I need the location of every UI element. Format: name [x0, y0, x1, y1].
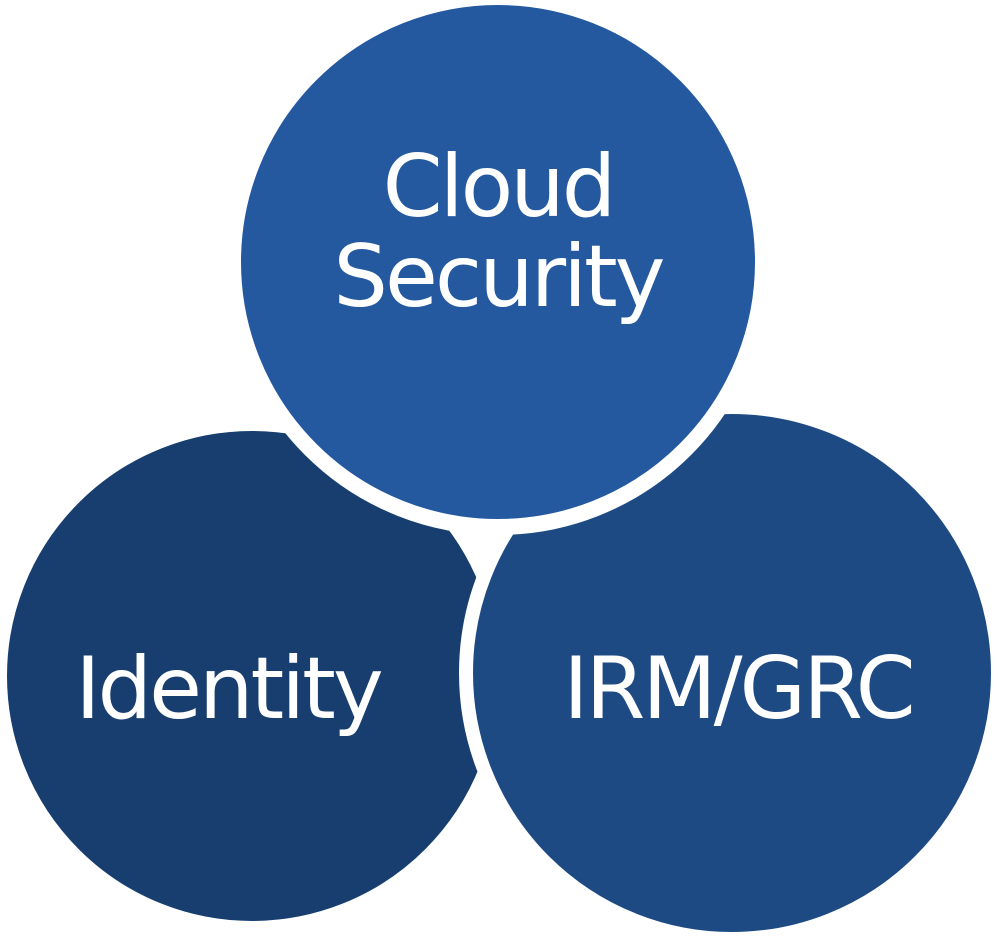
- irm-grc-label: IRM/GRC: [563, 639, 912, 739]
- irm-grc-circle: [459, 400, 1000, 936]
- identity-label: Identity: [75, 639, 382, 739]
- cloud-security-label-line-1: Cloud: [383, 137, 614, 237]
- cloud-security-circle: [225, 0, 771, 535]
- cloud-security-label-line-2: Security: [333, 227, 663, 327]
